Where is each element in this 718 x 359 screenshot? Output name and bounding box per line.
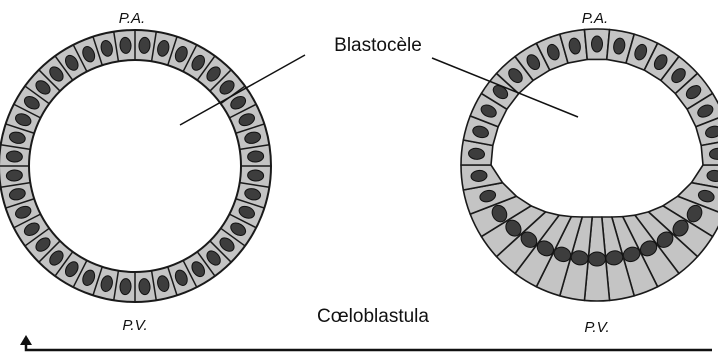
- arrow-head-icon: [20, 335, 32, 345]
- nucleus: [589, 252, 606, 266]
- right-vegetal-pole-label: P.V.: [584, 319, 609, 336]
- nucleus: [592, 36, 603, 52]
- left-blastula: [0, 30, 271, 302]
- blastocoel-label: Blastocèle: [334, 35, 422, 56]
- left-animal-pole-label: P.A.: [119, 10, 145, 27]
- right-animal-pole-label: P.A.: [582, 10, 608, 27]
- left-vegetal-pole-label: P.V.: [122, 317, 147, 334]
- bottom-arrow-line: [26, 344, 712, 350]
- coeloblastula-label: Cœloblastula: [317, 306, 429, 327]
- right-blastula: [461, 29, 718, 301]
